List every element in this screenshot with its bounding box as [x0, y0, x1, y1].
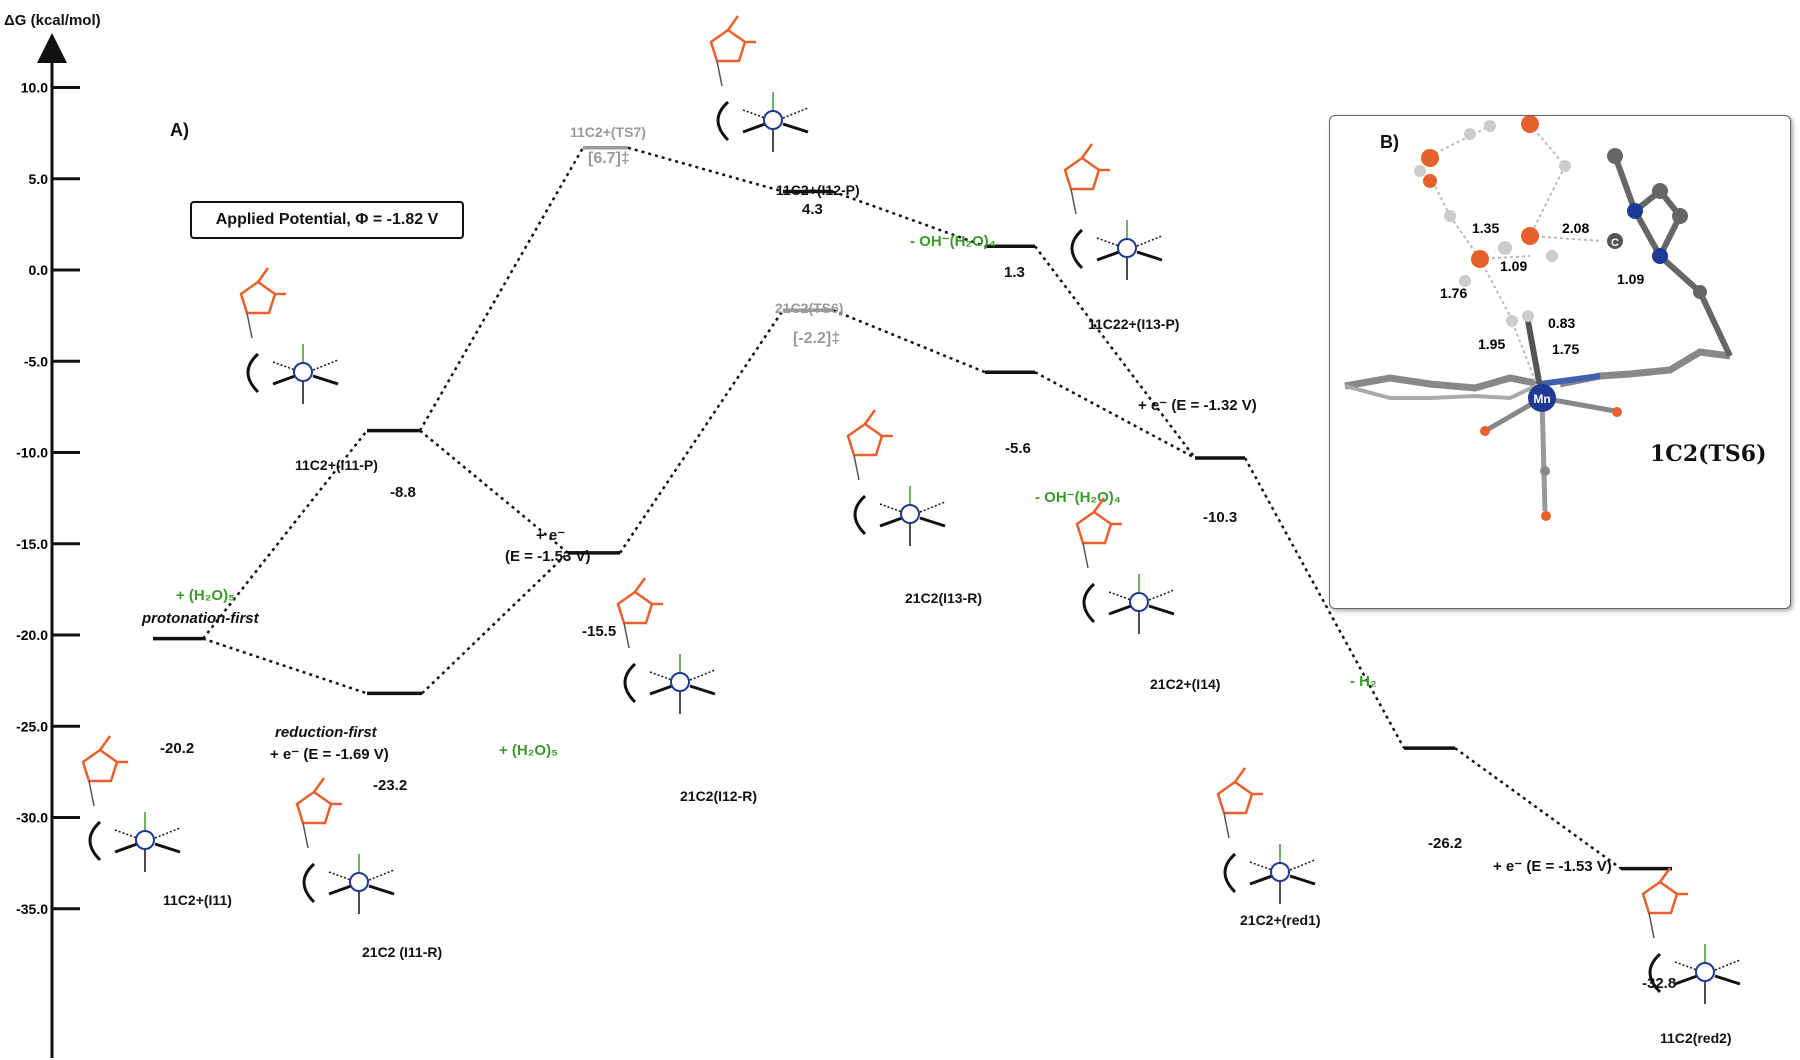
dist-6: 0.83	[1548, 315, 1575, 331]
step-protonation: protonation-first	[142, 610, 259, 627]
step-e-153b: + e⁻ (E = -1.53 V)	[1493, 858, 1612, 875]
y-tick-label: -20.0	[16, 627, 48, 643]
connector-I12-R-TS6	[618, 309, 785, 554]
level-value-red1: -26.2	[1428, 835, 1463, 852]
ts6-3d-model: Mn C 1.35 2.08 1.09 1.09 1.76 0.83 1.95 …	[1344, 116, 1733, 521]
level-value-ts6: [-2.2]‡	[793, 330, 841, 347]
level-value-red2: -32.8	[1642, 975, 1677, 992]
connector-I13-P-I14	[1034, 245, 1196, 459]
step-e-132: + e⁻ (E = -1.32 V)	[1138, 397, 1257, 414]
panel-a-label: A)	[170, 120, 189, 140]
level-value-i14: -10.3	[1203, 509, 1238, 526]
connector-TS7-I12-P	[627, 146, 784, 193]
species-i12-p: 11C2+(I12-P)	[776, 182, 860, 198]
mn-atom-label: Mn	[1533, 392, 1550, 406]
connector-I11-I11-R	[202, 637, 368, 695]
connector-I11-R-I12-R	[421, 551, 569, 695]
level-value-i13-p: 1.3	[1004, 264, 1025, 281]
y-axis-label: ΔG (kcal/mol)	[4, 12, 101, 29]
level-value-ts7: [6.7]‡	[588, 150, 630, 167]
y-tick-label: -35.0	[16, 901, 48, 917]
species-i13-r: 21C2(I13-R)	[905, 590, 983, 606]
y-tick-label: -10.0	[16, 445, 48, 461]
species-i11-r: 21C2 (I11-R)	[362, 944, 443, 960]
species-ts6: 21C2(TS6)	[775, 300, 844, 316]
y-tick-label: 10.0	[21, 80, 48, 96]
step-water-2: + (H₂O)₅	[499, 742, 558, 759]
step-oh-loss-1: - OH⁻(H₂O)₄	[910, 233, 996, 250]
dist-7: 1.95	[1478, 336, 1505, 352]
y-tick-label: -25.0	[16, 718, 48, 734]
y-tick-label: -30.0	[16, 810, 48, 826]
panel-b-title: 1C2(TS6)	[1650, 441, 1767, 467]
dist-5: 1.76	[1440, 285, 1467, 301]
applied-potential-text: Applied Potential, Φ = -1.82 V	[215, 211, 439, 228]
connector-I14-red1	[1243, 457, 1406, 749]
step-h2-loss: - H₂	[1350, 673, 1377, 690]
y-tick-label: 0.0	[29, 262, 49, 278]
step-reduction: reduction-first	[275, 724, 377, 741]
species-i11-p: 11C2+(I11-P)	[295, 457, 378, 473]
connector-TS6-I13-R	[832, 308, 986, 374]
y-tick-label: -5.0	[24, 353, 48, 369]
dist-1: 1.35	[1472, 220, 1499, 236]
species-i11: 11C2+(I11)	[163, 892, 232, 908]
step-water-1: + (H₂O)₅	[176, 587, 235, 604]
level-value-i12-r: -15.5	[582, 623, 617, 640]
step-e-169: + e⁻ (E = -1.69 V)	[270, 746, 389, 763]
connector-red1-red2	[1454, 747, 1622, 870]
species-i14: 21C2+(I14)	[1150, 676, 1221, 692]
species-red2: 11C2(red2)	[1660, 1030, 1732, 1046]
species-i12-r: 21C2(I12-R)	[680, 788, 758, 804]
species-red1: 21C2+(red1)	[1240, 912, 1321, 928]
level-value-i11: -20.2	[160, 740, 195, 757]
level-value-i13-r: -5.6	[1005, 440, 1031, 457]
y-tick-label: -15.0	[16, 536, 48, 552]
connector-I13-R-I14	[1034, 371, 1196, 460]
connector-I12-P-I13-P	[832, 190, 986, 248]
species-ts7: 11C2+(TS7)	[570, 124, 646, 140]
level-value-i12-p: 4.3	[802, 201, 823, 218]
level-value-i11-r: -23.2	[373, 777, 408, 794]
panel-b-label: B)	[1380, 132, 1399, 152]
applied-potential-box: Applied Potential, Φ = -1.82 V	[190, 201, 464, 239]
dist-2: 2.08	[1562, 220, 1589, 236]
species-i13-p: 11C22+(I13-P)	[1088, 316, 1180, 332]
connector-I11-P-TS7	[418, 147, 585, 432]
level-value-i11-p: -8.8	[390, 484, 416, 501]
y-tick-label: 5.0	[29, 171, 49, 187]
dist-4: 1.09	[1617, 271, 1644, 287]
step-e-153a-line2: (E = -1.53 V)	[505, 548, 591, 565]
panel-b-ts6-structure: B)	[1329, 115, 1791, 609]
dist-8: 1.75	[1552, 341, 1579, 357]
connector-I11-I11-P	[202, 429, 368, 640]
step-oh-loss-2: - OH⁻(H₂O)₄	[1035, 489, 1121, 506]
c-atom-label: C	[1611, 237, 1619, 249]
dist-3: 1.09	[1500, 258, 1527, 274]
step-e-153a-line1: + e⁻	[536, 527, 566, 544]
